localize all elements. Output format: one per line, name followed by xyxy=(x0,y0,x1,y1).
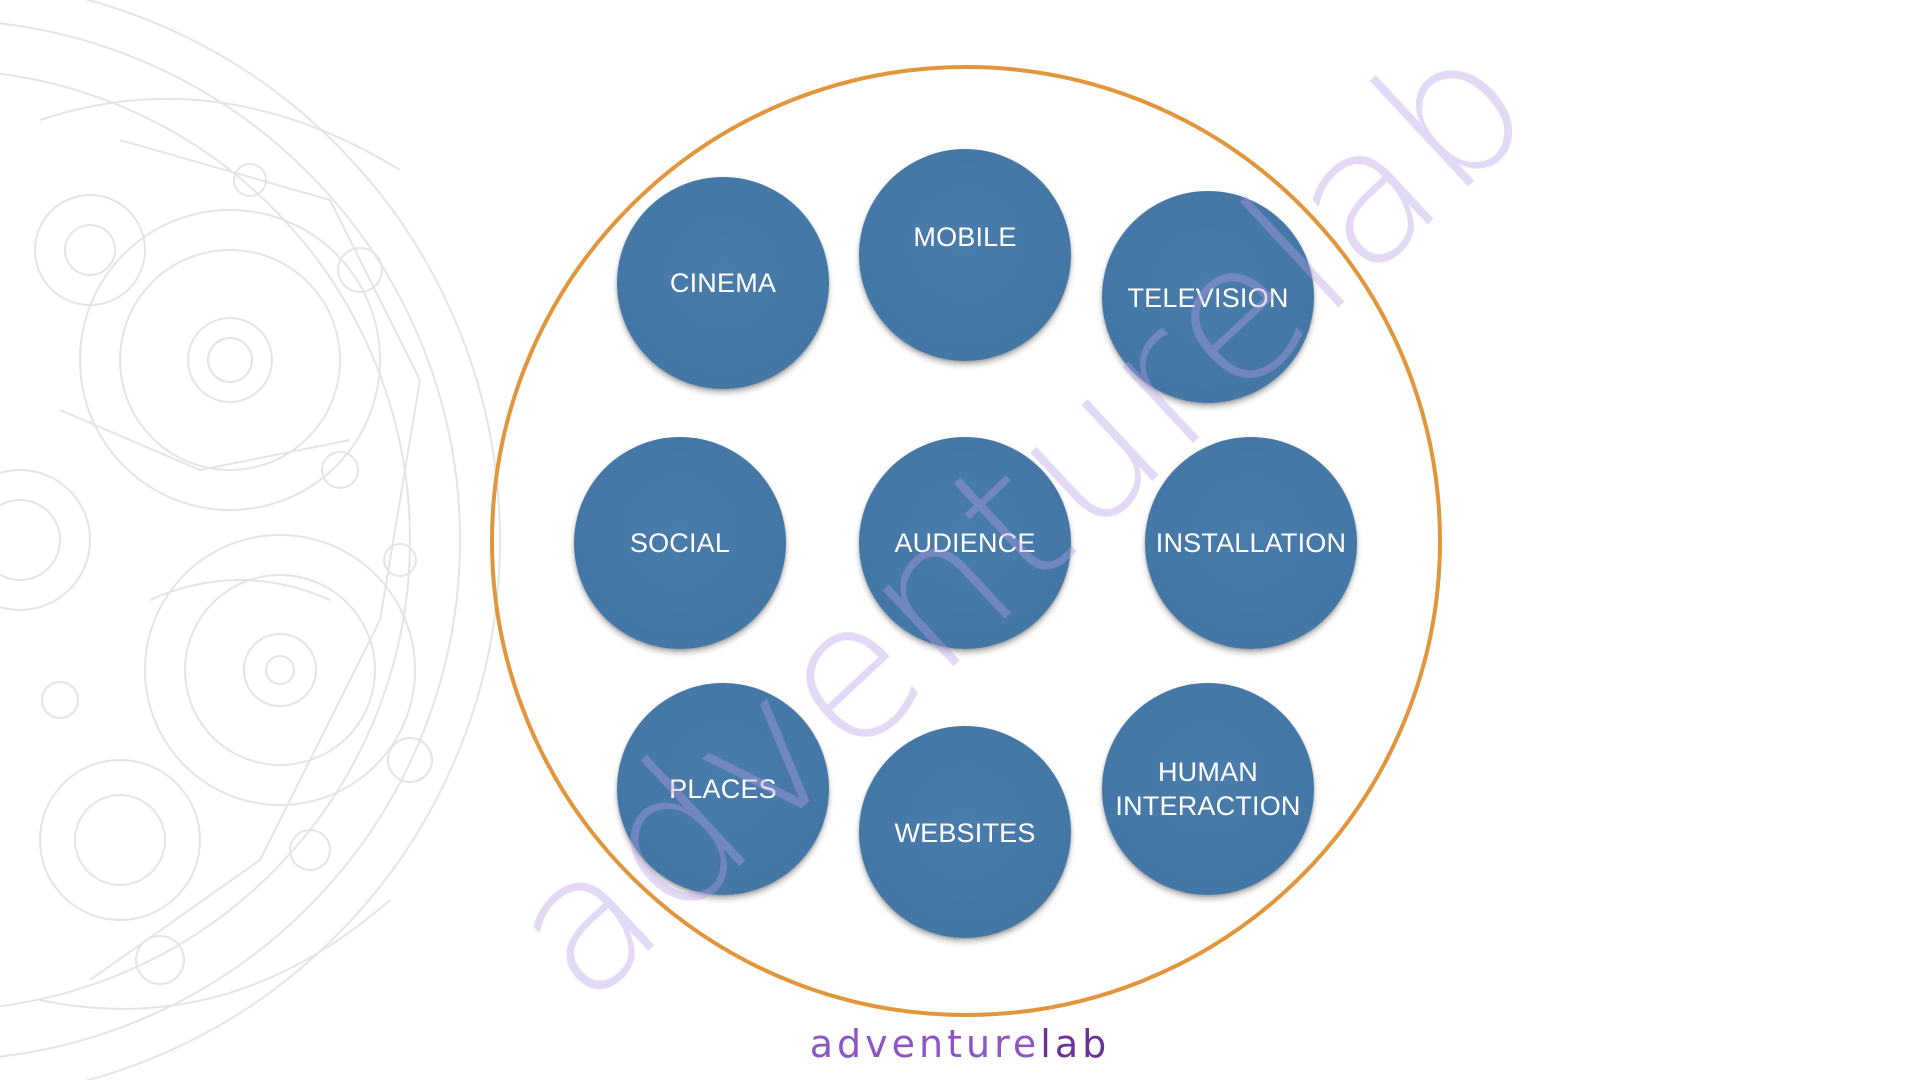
node-television-label: TELEVISION xyxy=(1127,283,1289,313)
node-installation-label: INSTALLATION xyxy=(1155,528,1347,558)
node-places: PLACES xyxy=(617,683,829,895)
node-mobile-label: MOBILE xyxy=(913,222,1017,252)
node-audience: AUDIENCE xyxy=(859,437,1071,649)
node-cinema: CINEMA xyxy=(617,177,829,389)
node-human-interaction-label: HUMAN INTERACTION xyxy=(1115,757,1301,821)
node-cinema-label: CINEMA xyxy=(669,268,777,298)
node-social: SOCIAL xyxy=(574,437,786,649)
node-social-label: SOCIAL xyxy=(629,528,731,558)
logo-word-adventure: adventure xyxy=(809,1022,1041,1066)
node-television: TELEVISION xyxy=(1102,191,1314,403)
clockwork-background-art xyxy=(0,0,501,1080)
node-audience-label: AUDIENCE xyxy=(894,528,1036,558)
node-websites-label: WEBSITES xyxy=(894,818,1036,848)
node-human-interaction: HUMAN INTERACTION xyxy=(1102,683,1314,895)
node-mobile: MOBILE xyxy=(859,149,1071,361)
node-places-label: PLACES xyxy=(669,774,777,804)
logo-word-lab: lab xyxy=(1040,1022,1111,1066)
node-installation: INSTALLATION xyxy=(1145,437,1357,649)
adventurelab-logo: adventurelab xyxy=(0,1022,1920,1066)
node-websites: WEBSITES xyxy=(859,726,1071,938)
outer-ring xyxy=(490,65,1442,1017)
